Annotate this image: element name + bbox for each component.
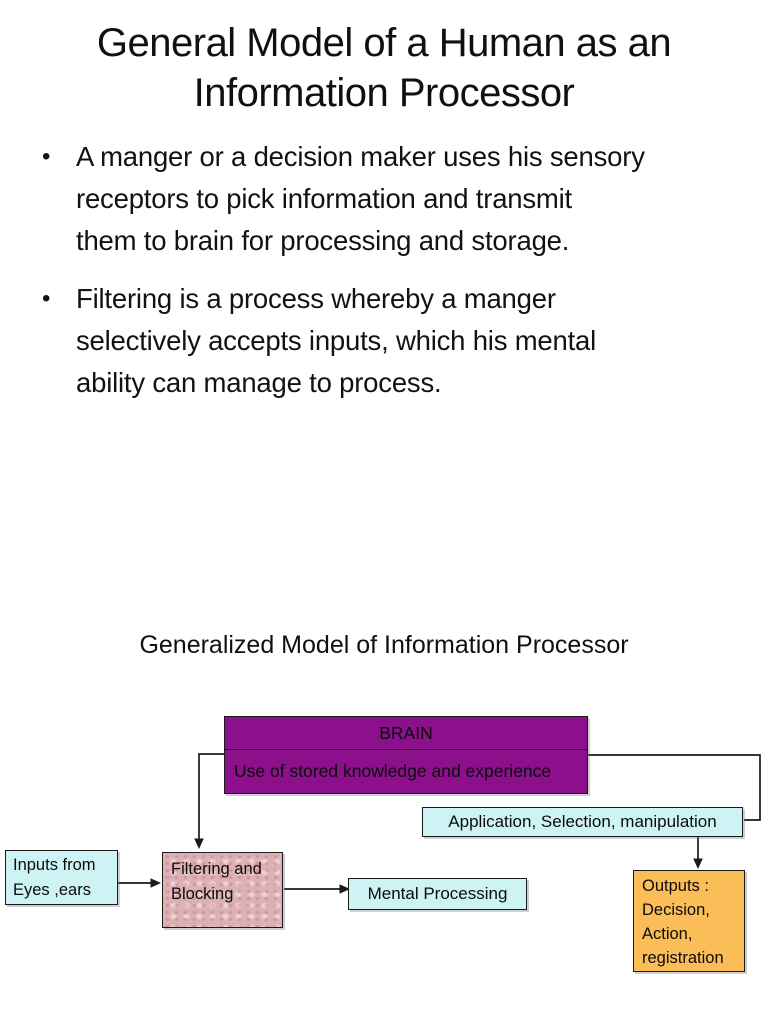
arrowhead-down-filtering xyxy=(194,838,204,849)
bullet-list: • A manger or a decision maker uses his … xyxy=(42,136,738,420)
mental-processing-box: Mental Processing xyxy=(348,878,527,910)
inputs-box: Inputs from Eyes ,ears xyxy=(5,850,118,905)
filtering-box: Filtering and Blocking xyxy=(162,852,283,928)
bullet-marker: • xyxy=(42,285,51,312)
bullet-text: Filtering is a process whereby a manger … xyxy=(76,283,597,398)
application-box: Application, Selection, manipulation xyxy=(422,807,743,837)
brain-box: BRAIN Use of stored knowledge and experi… xyxy=(224,716,588,794)
connector-brain-to-filtering xyxy=(198,753,224,839)
outputs-box: Outputs : Decision, Action, registration xyxy=(633,870,745,972)
bullet-text: A manger or a decision maker uses his se… xyxy=(76,141,645,256)
slide-title: General Model of a Human as an Informati… xyxy=(96,21,672,115)
arrowhead-down-outputs xyxy=(693,858,703,869)
diagram: BRAIN Use of stored knowledge and experi… xyxy=(0,700,768,1024)
brain-box-subtitle: Use of stored knowledge and experience xyxy=(234,761,552,781)
bullet-marker: • xyxy=(42,143,51,170)
brain-box-title: BRAIN xyxy=(225,717,587,750)
diagram-caption: Generalized Model of Information Process… xyxy=(139,631,629,659)
bullet-item: • A manger or a decision maker uses his … xyxy=(42,136,738,262)
bullet-item: • Filtering is a process whereby a mange… xyxy=(42,278,738,404)
arrowhead-right-filtering xyxy=(150,878,161,888)
